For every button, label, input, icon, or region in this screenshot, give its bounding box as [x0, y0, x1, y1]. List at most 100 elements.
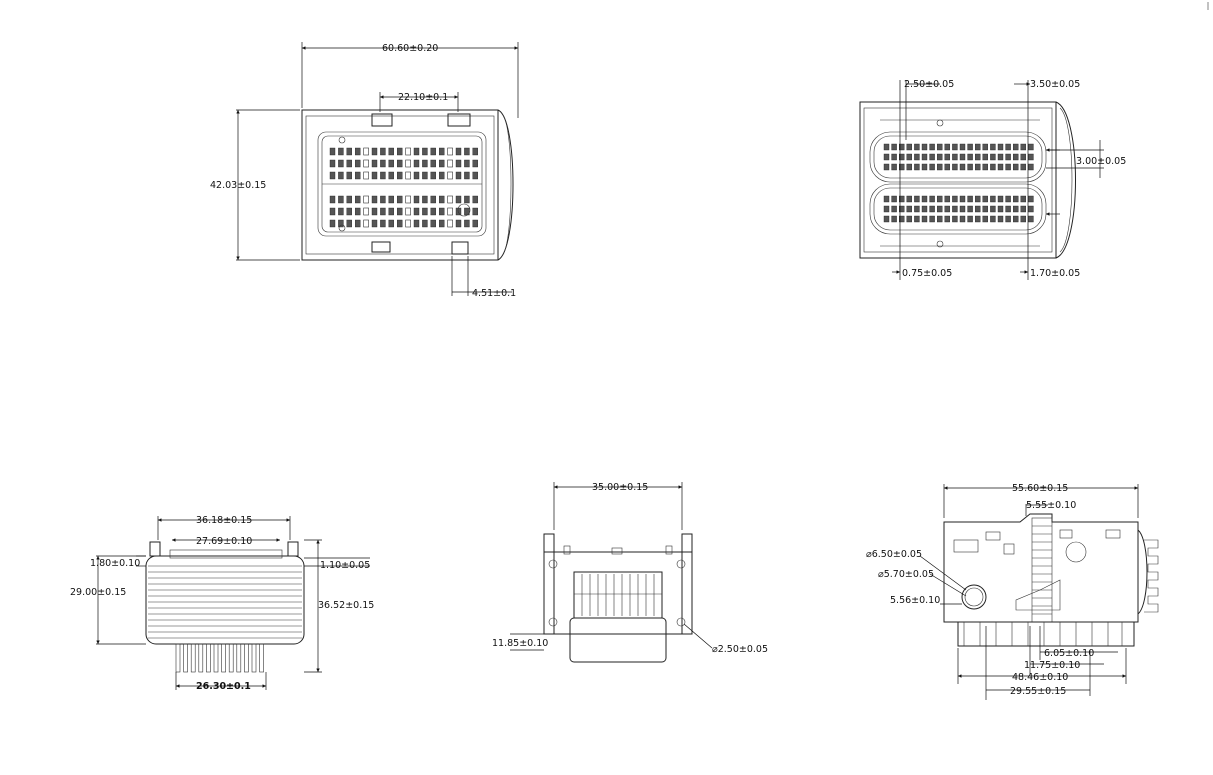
pin-cavity — [422, 219, 428, 228]
pin-cavity — [944, 195, 950, 203]
pin-cavity — [990, 205, 996, 213]
pin-cavity — [899, 163, 905, 171]
pin-cavity — [338, 171, 344, 180]
dim-0-75: 0.75±0.05 — [902, 268, 952, 279]
pin-cavity — [422, 207, 428, 216]
pin-cavity — [413, 171, 420, 180]
dim-27-69: 27.69±0.10 — [196, 536, 252, 547]
pin-cavity — [430, 147, 436, 156]
pin-cavity — [380, 171, 386, 180]
pin-cavity — [937, 153, 943, 161]
pin-cavity — [990, 163, 996, 171]
pin-cavity — [464, 147, 470, 156]
view-bottom-right: 55.60±0.15 5.55±0.10 ⌀6.50±0.05 ⌀5.70±0.… — [866, 483, 1159, 700]
pin-cavity — [329, 171, 336, 180]
pin-cavity — [413, 147, 420, 156]
pin-cavity — [422, 195, 428, 204]
pin-cavity — [338, 219, 344, 228]
pin-cavity — [346, 219, 352, 228]
pin-cavity — [1005, 163, 1011, 171]
pin-cavity — [329, 219, 336, 228]
pin-cavity — [921, 205, 928, 213]
pin-cavity — [380, 147, 386, 156]
pin-cavity — [371, 171, 378, 180]
pin-cavity — [363, 159, 369, 168]
pin-cavity — [388, 159, 394, 168]
dim-dia-inner: ⌀5.70±0.05 — [878, 569, 934, 580]
pin-cavity — [990, 153, 996, 161]
pin-cavity — [1013, 143, 1019, 151]
pin-cavity — [371, 147, 378, 156]
pin-cavity — [929, 195, 935, 203]
pin-cavity — [975, 143, 981, 151]
pin-cavity — [921, 143, 928, 151]
pin-cavity — [397, 219, 403, 228]
pin-cavity — [975, 163, 981, 171]
terminal-pin — [244, 643, 249, 673]
pin-cavity — [1013, 205, 1019, 213]
pin-cavity — [447, 207, 453, 216]
pin-cavity — [1020, 195, 1026, 203]
pin-cavity — [997, 195, 1004, 203]
pin-cavity — [422, 171, 428, 180]
pin-cavity — [937, 205, 943, 213]
pin-cavity — [405, 147, 411, 156]
pin-cavity — [937, 143, 943, 151]
pin-cavity — [388, 195, 394, 204]
pin-cavity — [388, 171, 394, 180]
pin-cavity — [1013, 215, 1019, 223]
view-bottom-left: 36.18±0.15 27.69±0.10 1.80±0.10 1.10±0.0… — [70, 515, 374, 692]
dim-1-10: 1.10±0.05 — [320, 560, 370, 571]
dim-22-10: 22.10±0.1 — [398, 92, 448, 103]
pin-cavity — [929, 205, 935, 213]
pin-cavity — [914, 153, 920, 161]
pin-cavity — [929, 163, 935, 171]
pin-cavity — [464, 219, 470, 228]
pin-cavity — [447, 219, 453, 228]
pin-cavity — [883, 195, 890, 203]
pin-cavity — [906, 205, 912, 213]
pin-cavity — [455, 219, 462, 228]
pin-cavity — [929, 143, 935, 151]
pin-cavity — [422, 147, 428, 156]
dim-1-70: 1.70±0.05 — [1030, 268, 1080, 279]
pin-cavity — [952, 153, 958, 161]
dim-29-55: 29.55±0.15 — [1010, 686, 1066, 697]
dim-1-80: 1.80±0.10 — [90, 558, 140, 569]
pin-cavity — [952, 205, 958, 213]
pin-cavity — [1005, 205, 1011, 213]
terminal-pin — [228, 643, 234, 673]
pin-cavity — [472, 171, 478, 180]
pin-cavity — [914, 163, 920, 171]
pin-cavity — [990, 195, 996, 203]
pin-cavity — [937, 215, 943, 223]
terminal-pin — [259, 643, 264, 673]
pin-cavity — [952, 163, 958, 171]
pin-cavity — [413, 195, 420, 204]
dim-11-85: 11.85±0.10 — [492, 638, 548, 649]
dim-3-00: 3.00±0.05 — [1076, 156, 1126, 167]
pin-cavity — [388, 219, 394, 228]
pin-cavity — [891, 215, 897, 223]
dim-42-03: 42.03±0.15 — [210, 180, 266, 191]
pin-cavity — [906, 143, 912, 151]
pin-cavity — [371, 159, 378, 168]
pin-cavity — [371, 207, 378, 216]
pin-cavity — [1005, 143, 1011, 151]
dim-2-50: 2.50±0.05 — [904, 79, 954, 90]
pin-cavity — [355, 147, 361, 156]
pin-cavity — [380, 207, 386, 216]
pin-cavity — [447, 171, 453, 180]
pin-cavity — [906, 153, 912, 161]
pin-cavity — [1020, 205, 1026, 213]
pin-cavity — [363, 171, 369, 180]
pin-cavity — [959, 205, 966, 213]
pin-cavity — [914, 143, 920, 151]
pin-cavity — [464, 195, 470, 204]
pin-cavity — [439, 219, 445, 228]
pin-cavity — [338, 195, 344, 204]
pin-cavity — [883, 143, 890, 151]
pin-cavity — [371, 195, 378, 204]
pin-cavity — [914, 215, 920, 223]
pin-cavity — [346, 195, 352, 204]
